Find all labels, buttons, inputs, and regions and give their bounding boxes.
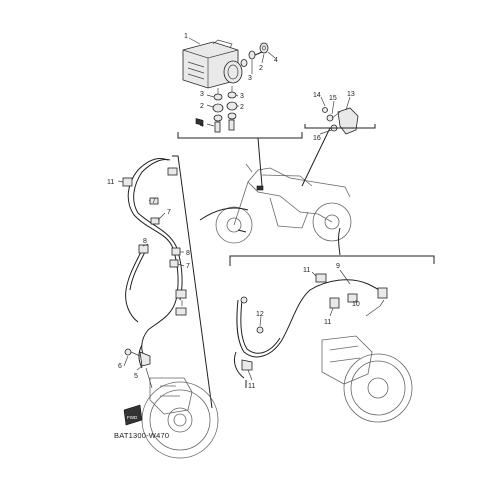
- callout-2: 2: [259, 65, 263, 72]
- callout-11: 11: [324, 319, 331, 326]
- fwd-label: FWD: [127, 415, 138, 420]
- diagram-code: BAT1300-W470: [114, 431, 169, 440]
- divider-bracket-left: [172, 155, 213, 409]
- rear-sensor-lead: [233, 273, 388, 388]
- callout-3: 3: [240, 93, 244, 100]
- group-bracket-right: [304, 124, 376, 129]
- callout-11: 11: [107, 179, 114, 186]
- callout-3: 3: [248, 75, 252, 82]
- callout-labels: 1 2 3 4 3 2 3 2 4 14 15 13 16 11 7 7 8 8…: [107, 33, 360, 390]
- front-brake-disc: [141, 367, 219, 459]
- group-bracket-rear: [229, 255, 435, 266]
- callout-leaders: [117, 37, 357, 381]
- group-bracket-top: [177, 132, 303, 139]
- callout-15: 15: [329, 95, 337, 102]
- callout-2: 2: [200, 103, 204, 110]
- callout-6: 6: [118, 363, 122, 370]
- callout-2: 2: [240, 104, 244, 111]
- callout-12: 12: [256, 311, 264, 318]
- callout-10: 10: [352, 301, 360, 308]
- callout-16: 16: [313, 135, 321, 142]
- front-sensor-lead: [122, 157, 187, 369]
- bracket-assembly: [322, 107, 359, 135]
- callout-4: 4: [274, 57, 278, 64]
- motorcycle-outline: [215, 163, 352, 244]
- callout-3: 3: [200, 91, 204, 98]
- callout-11: 11: [248, 383, 255, 390]
- rear-brake-disc: [321, 299, 413, 423]
- leader-right: [301, 127, 331, 187]
- callout-4: 4: [200, 122, 204, 129]
- callout-7: 7: [186, 263, 190, 270]
- abs-hydraulic-unit: [182, 39, 243, 126]
- mounting-hardware-bottom: [212, 86, 238, 133]
- callout-8: 8: [143, 238, 147, 245]
- mounting-hardware-right: [240, 42, 269, 67]
- callout-11: 11: [303, 267, 310, 274]
- callout-14: 14: [313, 92, 321, 99]
- leader-rear: [338, 227, 341, 256]
- callout-7: 7: [152, 198, 156, 205]
- callout-13: 13: [347, 91, 355, 98]
- callout-9: 9: [336, 263, 340, 270]
- callout-8: 8: [186, 250, 190, 257]
- callout-1: 1: [184, 33, 188, 40]
- callout-5: 5: [134, 373, 138, 380]
- leader-front: [199, 207, 249, 221]
- leader-top: [257, 137, 263, 187]
- fwd-indicator: FWD: [123, 404, 143, 426]
- callout-7: 7: [167, 209, 171, 216]
